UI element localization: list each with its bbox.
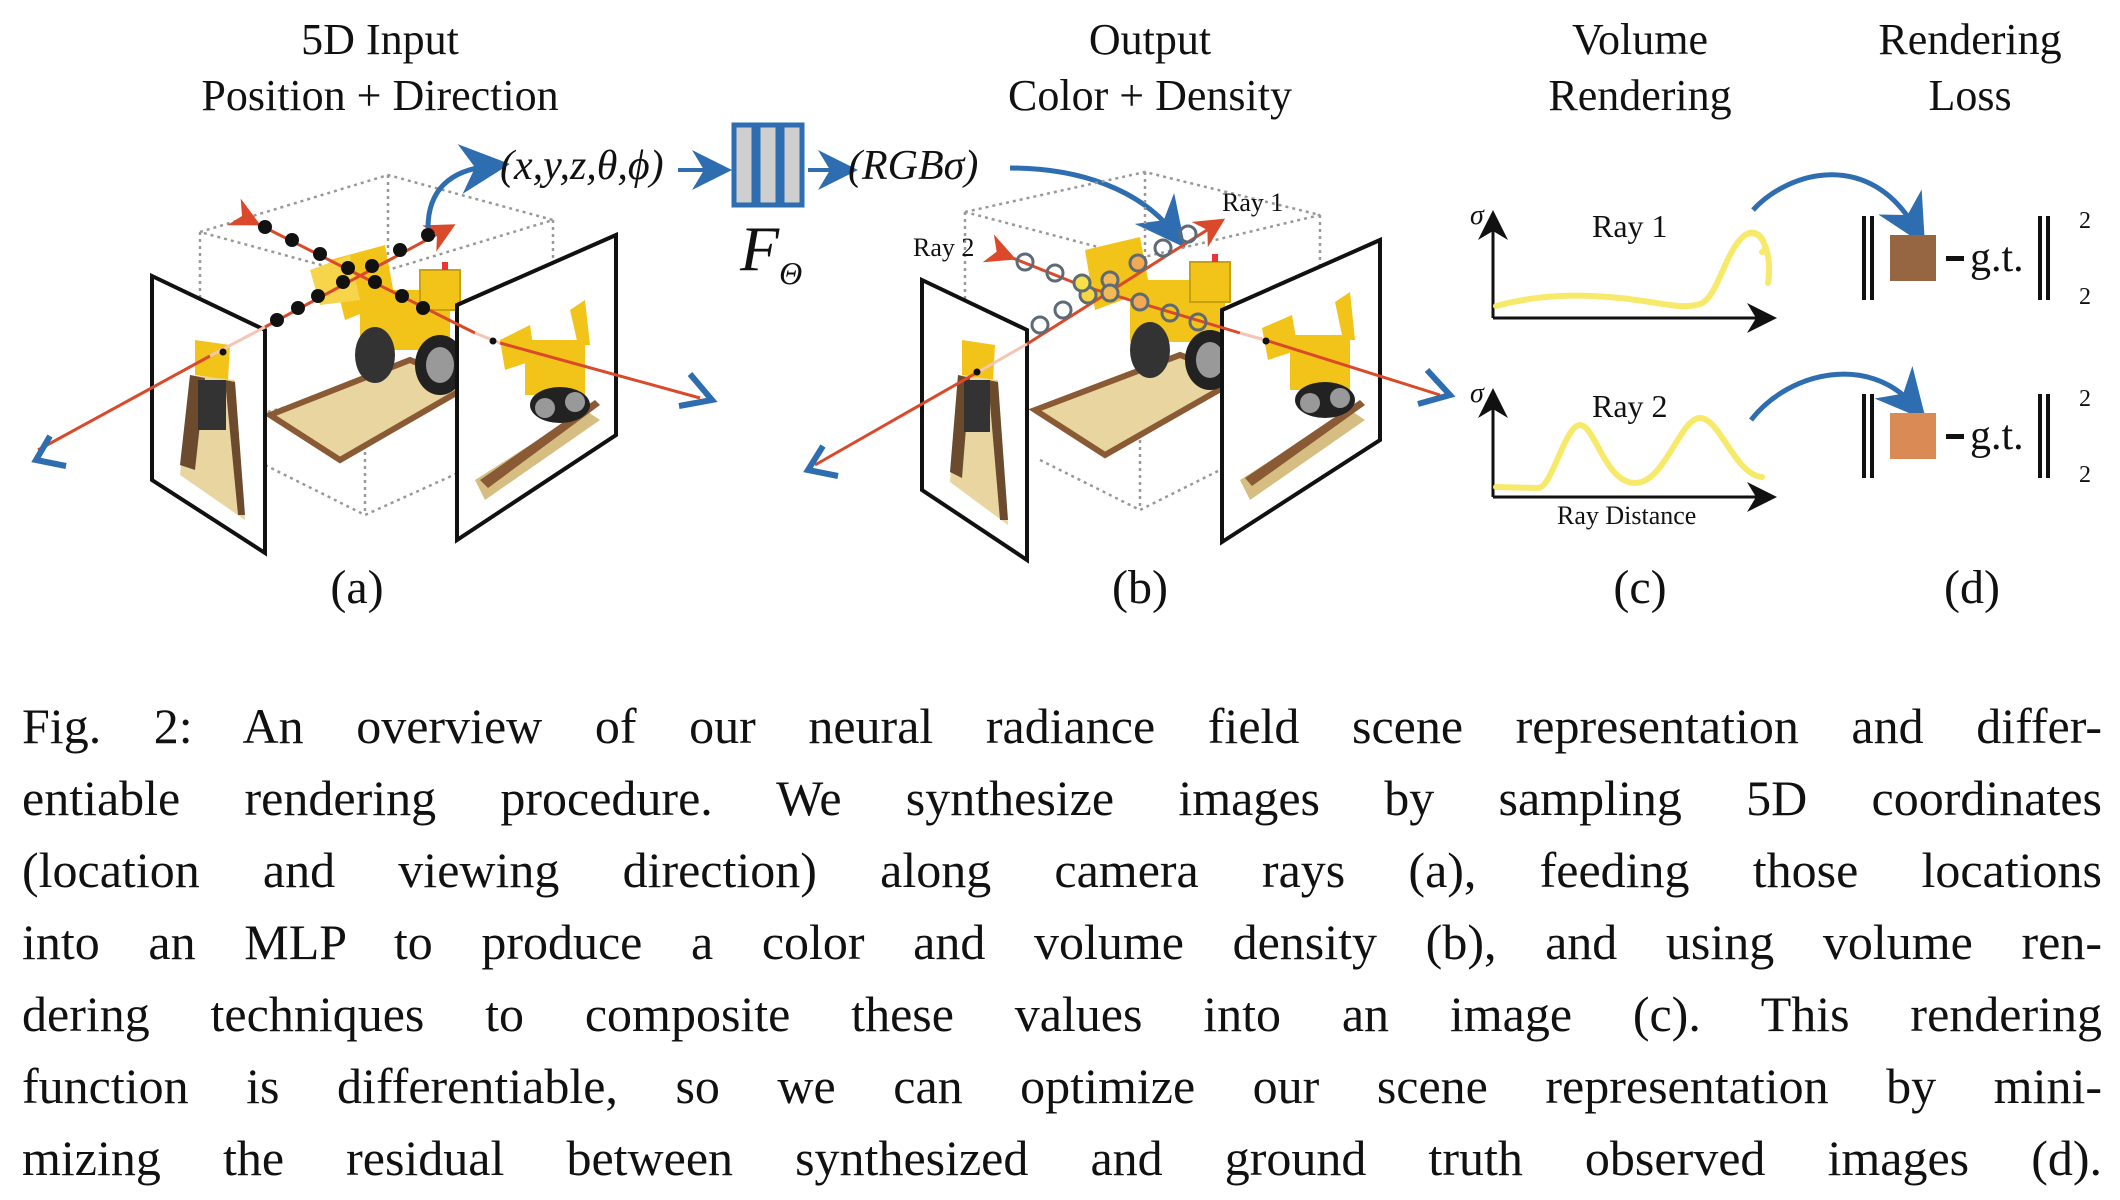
header-loss-line2: Loss — [1928, 71, 2012, 120]
header-volume-line1: Volume — [1571, 15, 1709, 64]
image-plane-left-a — [150, 272, 267, 557]
header-input-line2: Position + Direction — [201, 71, 559, 120]
network-label-f: F — [740, 213, 780, 284]
caption-line: (location and viewing direction) along c… — [22, 842, 2102, 898]
norm-subscript: 2 — [2079, 284, 2091, 310]
norm-superscript: 2 — [2079, 208, 2091, 234]
caption-line: function is differentiable, so we can op… — [22, 1058, 2102, 1114]
ray1-label-b: Ray 1 — [1222, 188, 1284, 217]
flow-arrow-ray1-to-loss — [1751, 172, 1926, 246]
subfigure-label-c: (c) — [1613, 561, 1667, 614]
caption-line: Fig. 2: An overview of our neural radian… — [22, 698, 2102, 754]
header-input-line1: 5D Input — [301, 15, 459, 64]
output-tuple: (RGBσ) — [848, 143, 979, 189]
header-output-line1: Output — [1088, 15, 1212, 64]
header-loss-line1: Rendering — [1878, 15, 2062, 64]
caption-line: entiable rendering procedure. We synthes… — [22, 770, 2102, 826]
ground-truth-label: g.t. — [1970, 235, 2024, 281]
loss-row-ray1: g.t. 2 2 — [1862, 208, 2091, 310]
panel-a — [31, 144, 718, 557]
rays-a — [37, 198, 701, 452]
diagram-canvas — [31, 122, 1927, 564]
mlp-network — [678, 122, 858, 208]
network-label: FΘ — [740, 212, 802, 292]
flow-arrow-ray2-to-loss — [1749, 365, 1927, 422]
flow-arrow-to-input — [425, 144, 510, 229]
camera-eye-left-a — [31, 434, 67, 469]
image-plane-right-a — [455, 231, 618, 544]
density-curve-ray1 — [1493, 229, 1773, 310]
camera-eye-right-a — [678, 372, 718, 409]
header-output-line2: Color + Density — [1008, 71, 1292, 120]
figure-caption: Fig. 2: An overview of our neural radian… — [22, 690, 2102, 1194]
sample-points-ray2-b — [1015, 252, 1208, 332]
subfigure-label-b: (b) — [1112, 561, 1168, 614]
plot-title-ray1: Ray 1 — [1592, 208, 1668, 244]
image-plane-left-b — [920, 276, 1029, 564]
rendered-color-swatch — [1890, 235, 1936, 281]
norm-subscript: 2 — [2079, 462, 2091, 488]
density-plot-ray2 — [1478, 388, 1777, 512]
panel-c — [1478, 210, 1777, 512]
header-volume-rendering: Volume Rendering — [1500, 12, 1780, 124]
header-volume-line2: Rendering — [1548, 71, 1732, 120]
rendered-color-swatch — [1890, 413, 1936, 459]
flow-arrow-to-rays — [1009, 165, 1186, 248]
input-tuple: (x,y,z,θ,ϕ) — [500, 143, 664, 189]
minus-sign — [1946, 255, 1964, 261]
loss-row-ray2: g.t. 2 2 — [1862, 386, 2091, 488]
caption-line: into an MLP to produce a color and volum… — [22, 914, 2102, 970]
network-label-theta: Θ — [779, 254, 803, 291]
caption-line: dering techniques to composite these val… — [22, 986, 2102, 1042]
x-axis-label: Ray Distance — [1557, 501, 1697, 530]
camera-eye-left-b — [803, 444, 839, 479]
sample-points-ray1-b — [1030, 224, 1198, 335]
subfigure-label-d: (d) — [1944, 561, 2000, 614]
camera-eye-right-b — [1417, 367, 1456, 407]
header-rendering-loss: Rendering Loss — [1830, 12, 2110, 124]
norm-bar-right — [2037, 394, 2050, 478]
norm-bar-left — [1862, 394, 1874, 478]
density-curve-ray2 — [1493, 414, 1765, 492]
density-plot-ray1 — [1478, 210, 1777, 333]
minus-sign — [1946, 433, 1964, 439]
norm-bar-right — [2037, 216, 2050, 300]
rays-b — [814, 218, 1441, 467]
ray2-label-b: Ray 2 — [913, 233, 975, 262]
header-input: 5D Input Position + Direction — [110, 12, 650, 124]
panel-b — [803, 165, 1456, 564]
norm-bar-left — [1862, 216, 1874, 300]
sigma-label-ray1: σ — [1470, 200, 1484, 231]
sample-points-ray2-a — [270, 228, 435, 327]
plot-title-ray2: Ray 2 — [1592, 388, 1668, 424]
norm-superscript: 2 — [2079, 386, 2091, 412]
sample-points-ray1-a — [258, 220, 430, 315]
caption-line: mizing the residual between synthesized … — [22, 1130, 2102, 1186]
subfigure-label-a: (a) — [330, 561, 384, 614]
header-output: Output Color + Density — [900, 12, 1400, 124]
sigma-label-ray2: σ — [1470, 378, 1484, 409]
image-plane-right-b — [1220, 236, 1382, 546]
ground-truth-label: g.t. — [1970, 413, 2024, 459]
panel-d-arrows — [1749, 172, 1927, 422]
